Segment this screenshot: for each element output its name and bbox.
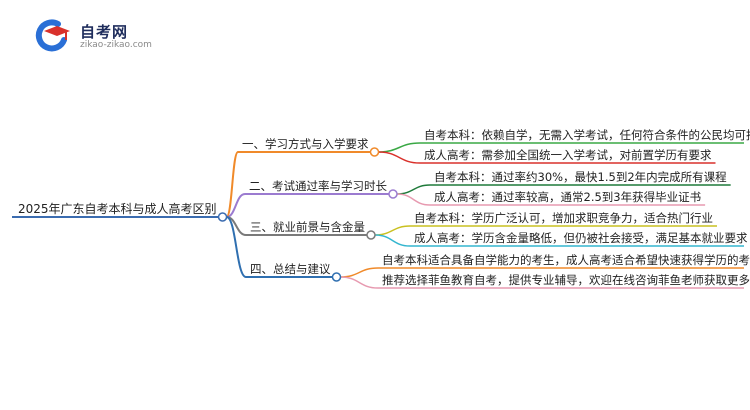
leaf-zikao-passrate[interactable]: 自考本科：通过率约30%，最快1.5到2年内完成所有课程 bbox=[434, 170, 727, 184]
leaf-zikao-career[interactable]: 自考本科：学历广泛认可，增加求职竞争力，适合热门行业 bbox=[414, 211, 713, 225]
branch-study-mode[interactable]: 一、学习方式与入学要求 bbox=[242, 137, 369, 151]
branch-leaf-link-3-1 bbox=[340, 276, 379, 289]
branch-leaf-link-2-1 bbox=[374, 234, 411, 247]
branch-leaf-link-0-0 bbox=[378, 142, 421, 153]
branch-leaf-link-3-0 bbox=[340, 267, 379, 278]
branch-node-circle-2 bbox=[366, 230, 376, 240]
leaf-chengkao-study[interactable]: 成人高考：需参加全国统一入学考试，对前置学历有要求 bbox=[424, 148, 712, 162]
branch-career[interactable]: 三、就业前景与含金量 bbox=[250, 220, 365, 234]
branch-node-circle-0 bbox=[369, 147, 380, 157]
root-branch-link-3 bbox=[225, 216, 247, 278]
root-branch-link-0 bbox=[225, 151, 239, 218]
root-node-circle bbox=[217, 212, 228, 222]
graduation-cap-logo-icon bbox=[35, 19, 70, 52]
root-topic[interactable]: 2025年广东自考本科与成人高考区别 bbox=[18, 202, 217, 216]
site-logo[interactable]: 自考网 zikao-zikao.com bbox=[30, 18, 160, 52]
leaf-summary-advice[interactable]: 自考本科适合具备自学能力的考生，成人高考适合希望快速获得学历的考生 bbox=[382, 253, 750, 267]
branch-leaf-link-2-0 bbox=[374, 225, 411, 236]
branch-node-circle-1 bbox=[388, 189, 398, 199]
branch-node-circle-3 bbox=[331, 272, 342, 282]
leaf-zikao-study[interactable]: 自考本科：依赖自学，无需入学考试，任何符合条件的公民均可报考 bbox=[424, 128, 750, 142]
branch-summary[interactable]: 四、总结与建议 bbox=[250, 262, 331, 276]
logo-url: zikao-zikao.com bbox=[80, 40, 152, 50]
branch-leaf-link-0-1 bbox=[378, 151, 421, 164]
branch-leaf-link-1-1 bbox=[396, 193, 431, 206]
logo-title: 自考网 bbox=[80, 23, 129, 41]
leaf-chengkao-career[interactable]: 成人高考：学历含金量略低，但仍被社会接受，满足基本就业要求 bbox=[414, 231, 748, 245]
branch-leaf-link-1-0 bbox=[396, 184, 431, 195]
branch-pass-rate[interactable]: 二、考试通过率与学习时长 bbox=[249, 179, 387, 193]
leaf-recommendation[interactable]: 推荐选择菲鱼教育自考，提供专业辅导，欢迎在线咨询菲鱼老师获取更多信息 bbox=[382, 273, 750, 287]
leaf-chengkao-passrate[interactable]: 成人高考：通过率较高，通常2.5到3年获得毕业证书 bbox=[434, 190, 702, 204]
